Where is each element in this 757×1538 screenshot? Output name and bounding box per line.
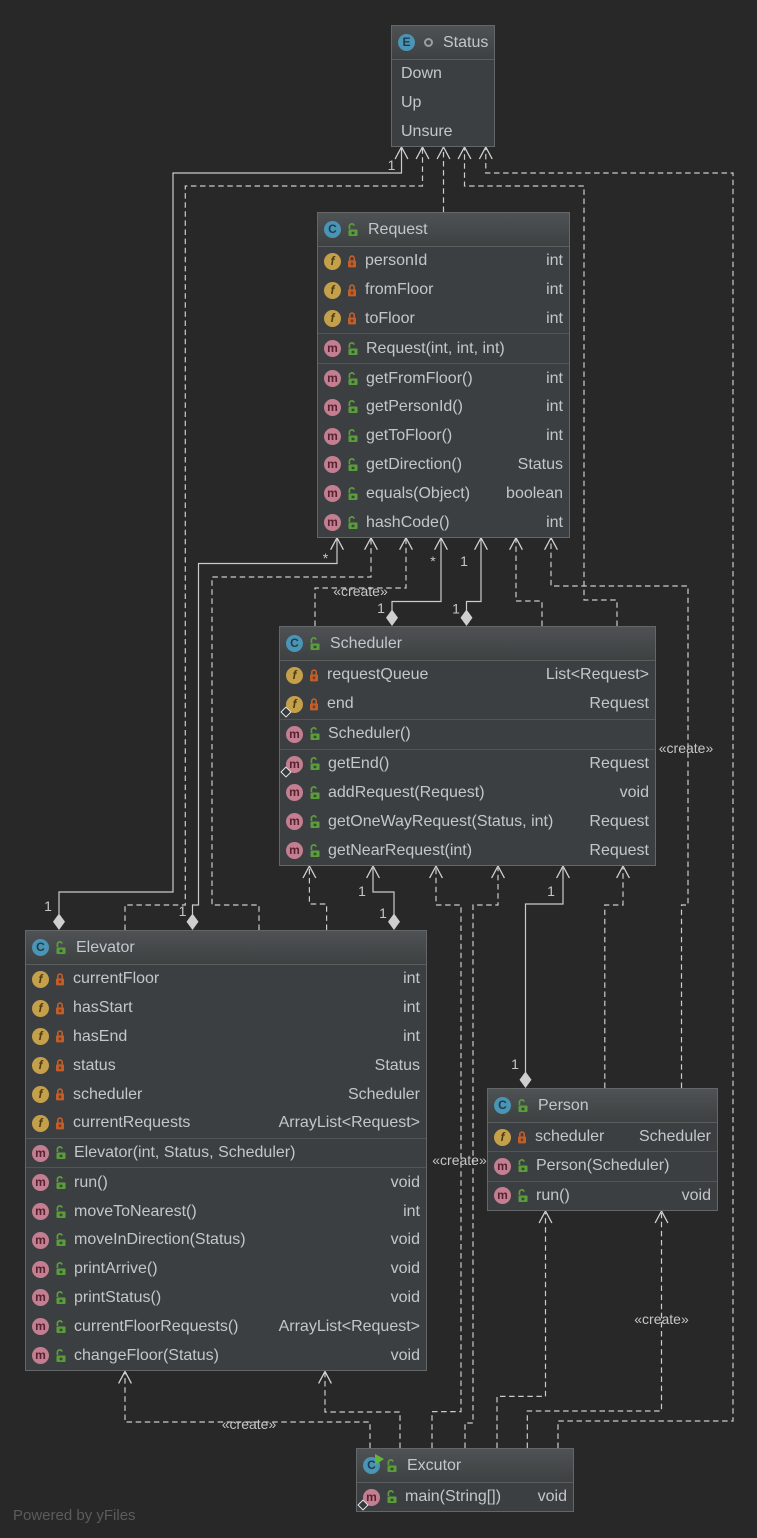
svg-text:1: 1: [377, 600, 385, 616]
svg-text:1: 1: [379, 905, 387, 921]
svg-text:1: 1: [511, 1056, 519, 1072]
svg-text:«create»: «create»: [333, 583, 388, 599]
svg-text:«create»: «create»: [659, 740, 714, 756]
svg-text:«create»: «create»: [634, 1311, 689, 1327]
svg-text:1: 1: [460, 553, 468, 569]
svg-text:1: 1: [358, 883, 366, 899]
svg-text:1: 1: [44, 898, 52, 914]
svg-text:1: 1: [547, 883, 555, 899]
svg-text:1: 1: [388, 157, 396, 173]
svg-text:«create»: «create»: [432, 1152, 487, 1168]
svg-text:*: *: [430, 553, 436, 569]
svg-text:1: 1: [179, 903, 187, 919]
svg-text:«create»: «create»: [222, 1416, 277, 1432]
svg-text:*: *: [323, 550, 329, 566]
svg-text:1: 1: [452, 601, 460, 617]
